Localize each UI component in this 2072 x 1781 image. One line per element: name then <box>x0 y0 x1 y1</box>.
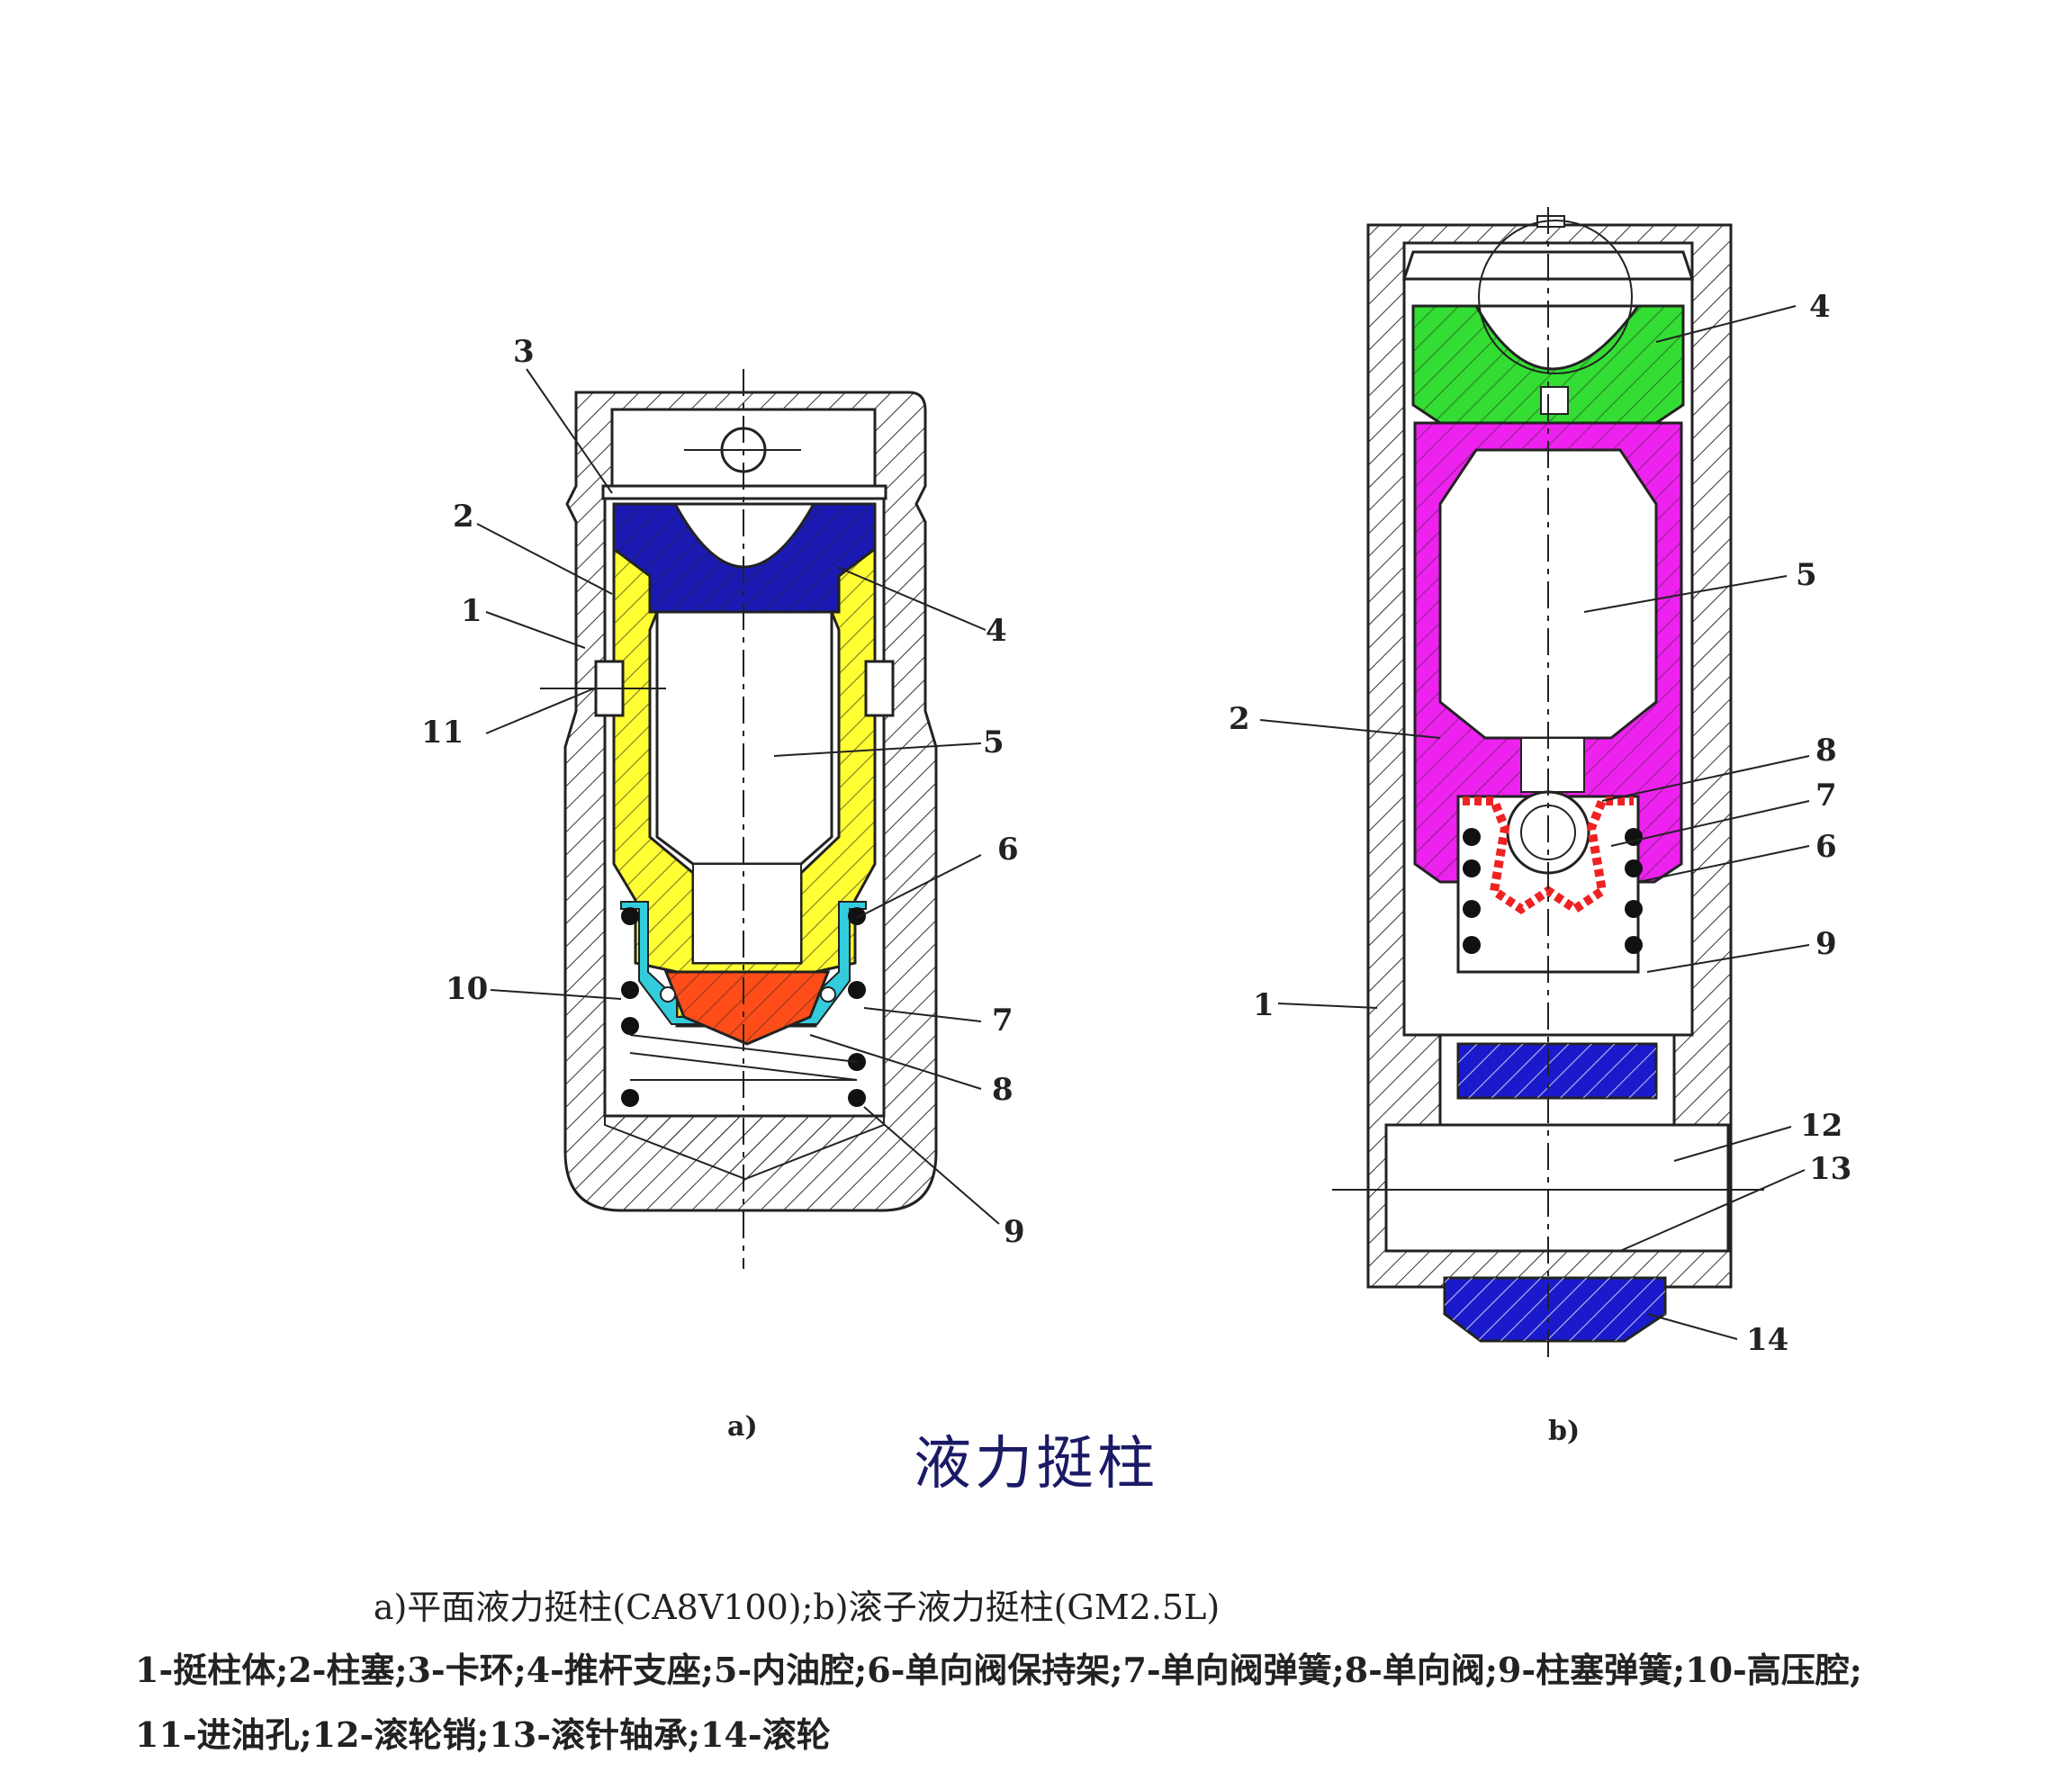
callout-b-14: 14 <box>1746 1322 1788 1358</box>
figure-b: 4 5 2 8 7 6 9 1 12 13 14 b) <box>1229 207 1851 1447</box>
callout-b-4: 4 <box>1809 289 1831 325</box>
figure-caption: a)平面液力挺柱(CA8V100);b)滚子液力挺柱(GM2.5L) <box>373 1588 1221 1627</box>
callout-a-5: 5 <box>983 724 1004 760</box>
roller-pin-b <box>1384 1123 1730 1253</box>
callout-a-6: 6 <box>997 832 1019 868</box>
sublabel-a: a) <box>727 1411 758 1443</box>
callout-b-13: 13 <box>1809 1151 1851 1187</box>
callout-b-9: 9 <box>1815 926 1837 962</box>
callout-b-1: 1 <box>1253 987 1275 1023</box>
callout-a-2: 2 <box>453 499 474 535</box>
sublabel-b: b) <box>1548 1416 1580 1447</box>
callout-a-4: 4 <box>986 613 1007 649</box>
plunger-spring-a <box>621 907 866 1107</box>
valve-spring-b <box>1463 796 1634 915</box>
callout-b-7: 7 <box>1815 778 1837 814</box>
page-title: 液力挺柱 <box>914 1431 1158 1498</box>
callout-a-7: 7 <box>992 1003 1013 1039</box>
callout-a-9: 9 <box>1004 1214 1025 1250</box>
callout-b-12: 12 <box>1800 1108 1842 1144</box>
callout-a-8: 8 <box>992 1072 1013 1108</box>
plunger-spring-b <box>1463 828 1643 954</box>
callout-b-6: 6 <box>1815 829 1837 865</box>
callout-a-11: 11 <box>421 715 464 751</box>
callout-b-8: 8 <box>1815 733 1837 769</box>
legend-line-1: 1-挺柱体;2-柱塞;3-卡环;4-推杆支座;5-内油腔;6-单向阀保持架;7-… <box>135 1650 1862 1690</box>
callout-a-1: 1 <box>461 593 482 629</box>
callout-a-10: 10 <box>446 971 488 1007</box>
figure-a: 3 2 1 11 4 5 6 10 7 8 9 a) <box>421 334 1025 1443</box>
callout-b-2: 2 <box>1229 701 1250 737</box>
callout-b-5: 5 <box>1796 557 1817 593</box>
callout-a-3: 3 <box>513 334 535 370</box>
legend-line-2: 11-进油孔;12-滚轮销;13-滚针轴承;14-滚轮 <box>135 1714 831 1755</box>
